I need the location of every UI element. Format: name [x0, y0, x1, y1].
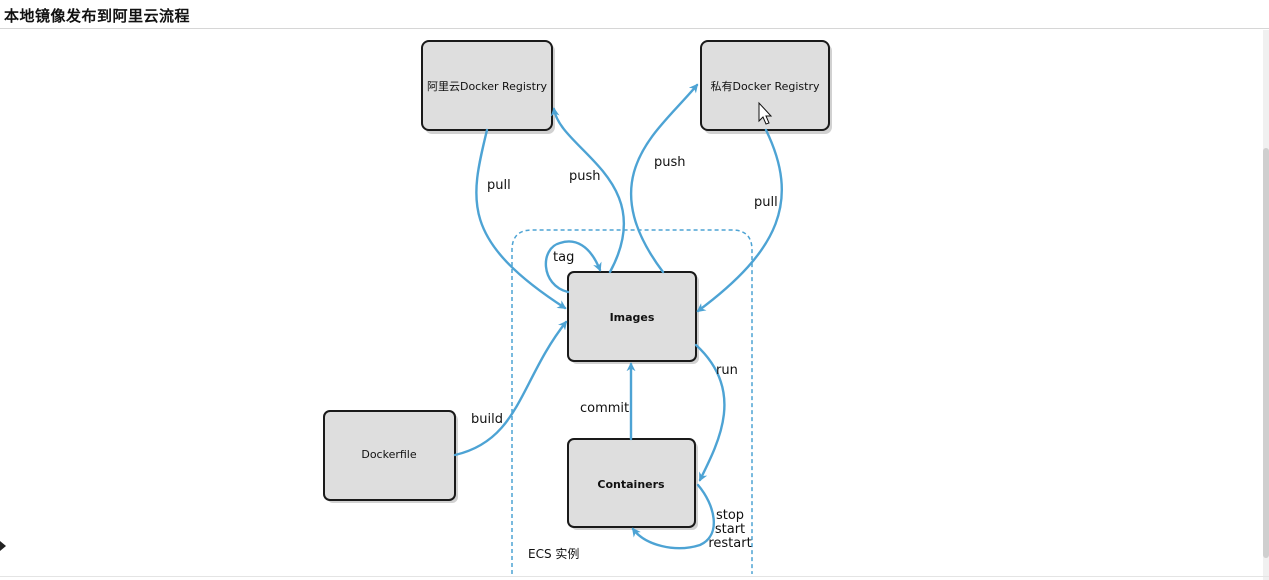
node-private-registry-label: 私有Docker Registry	[710, 79, 820, 93]
node-dockerfile: Dockerfile	[323, 410, 458, 503]
play-icon	[0, 541, 6, 551]
edge-label-commit: commit	[580, 401, 629, 416]
edge-pull-private	[696, 128, 784, 313]
cursor-icon	[758, 101, 773, 125]
edge-run	[694, 343, 726, 482]
vertical-scrollbar[interactable]	[1263, 30, 1269, 580]
edge-tag	[544, 240, 602, 294]
edge-pull-aliyun	[475, 128, 567, 310]
node-private-registry: 私有Docker Registry	[700, 40, 832, 134]
node-containers-label: Containers	[597, 478, 665, 491]
edge-label-tag: tag	[553, 250, 574, 265]
ecs-group-label: ECS 实例	[528, 546, 579, 561]
edge-label-push-aliyun: push	[569, 169, 601, 184]
page-title: 本地镜像发布到阿里云流程	[4, 7, 191, 25]
edge-label-restart: restart	[708, 536, 751, 551]
edge-push-private	[630, 83, 699, 274]
node-aliyun-registry: 阿里云Docker Registry	[421, 40, 555, 134]
node-containers: Containers	[567, 438, 698, 530]
edge-label-stop: stop	[716, 508, 744, 523]
node-aliyun-registry-label: 阿里云Docker Registry	[427, 80, 548, 93]
edge-label-start: start	[715, 522, 745, 537]
edge-label-run: run	[716, 363, 738, 378]
edge-build	[453, 320, 568, 457]
scrollbar-thumb[interactable]	[1263, 148, 1269, 558]
node-dockerfile-label: Dockerfile	[361, 448, 417, 461]
edge-label-push-private: push	[654, 155, 686, 170]
ecs-group-border	[511, 229, 753, 574]
edge-lifecycle	[631, 483, 715, 550]
edge-label-build: build	[471, 412, 503, 427]
node-images: Images	[567, 271, 699, 364]
title-bar: 本地镜像发布到阿里云流程	[0, 0, 1269, 29]
node-images-label: Images	[610, 311, 655, 324]
bottom-divider	[0, 576, 1269, 577]
edge-push-aliyun	[550, 107, 626, 274]
edge-label-pull-aliyun: pull	[487, 178, 511, 193]
edge-label-pull-private: pull	[754, 195, 778, 210]
